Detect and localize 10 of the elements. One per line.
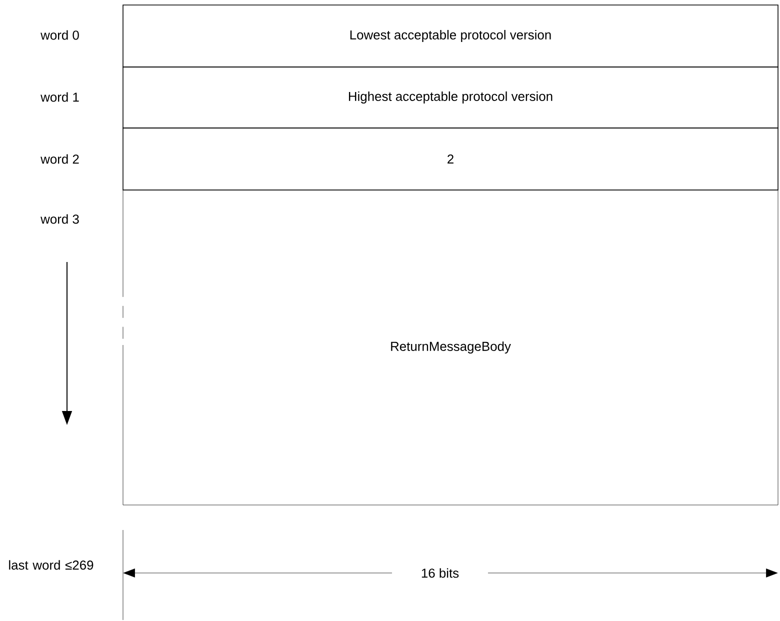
word-label: word 0 [40,30,79,40]
field-box: ReturnMessageBody [122,190,778,506]
word-label: word 1 [40,92,79,102]
dimension-label: 16 bits [422,568,459,578]
word-label: word 3 [40,214,79,224]
field-box: Highest acceptable protocol version [122,66,778,128]
word-label: word 2 [40,154,79,164]
field-box: Lowest acceptable protocol version [122,4,778,68]
word-label: last word ≤269 [9,560,94,570]
field-box: 2 [122,128,778,190]
